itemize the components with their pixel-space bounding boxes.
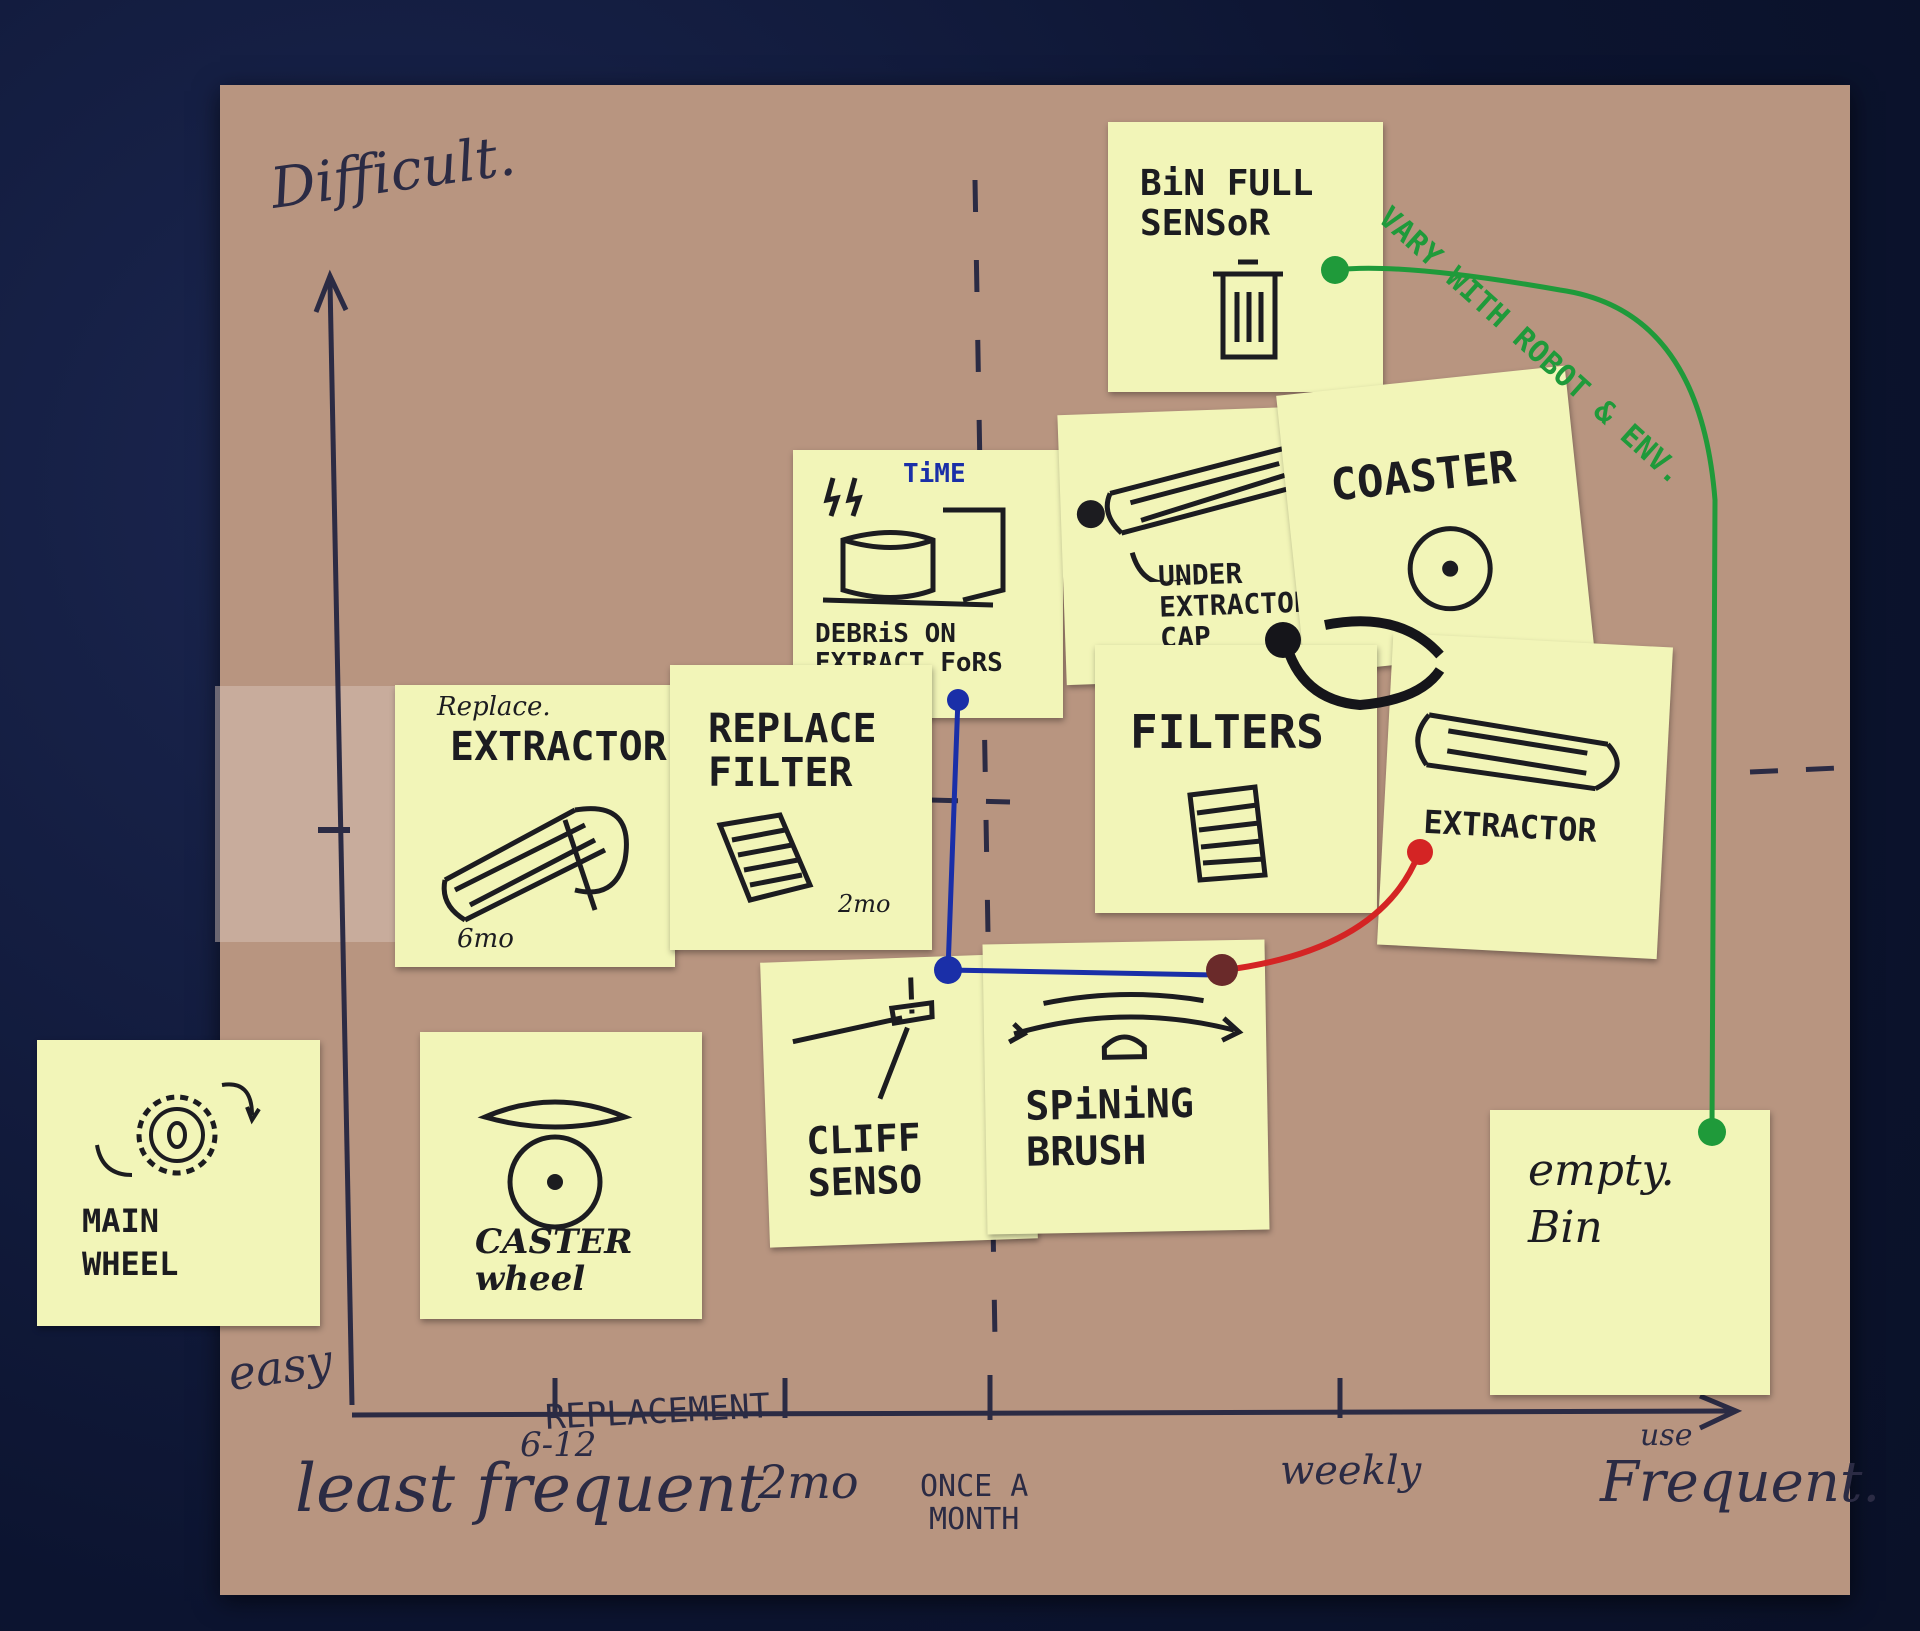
filter-age: 2mo	[838, 890, 891, 918]
note-text: BiN FULL SENSoR	[1140, 163, 1314, 244]
note-coaster[interactable]: COASTER	[1276, 365, 1594, 675]
note-text-small: Replace.	[437, 692, 551, 722]
note-text: EXTRACTOR	[450, 724, 667, 770]
blue-dot	[947, 689, 969, 711]
note-cliff-sensor[interactable]: CLIFF SENSO	[760, 953, 1038, 1248]
x-tick-label-2: 2mo	[758, 1455, 859, 1509]
note-under-extractor-cap[interactable]: UNDER EXTRACTOR CAP	[1057, 404, 1362, 686]
green-dot	[1698, 1118, 1726, 1146]
x-tick-label-4: weekly	[1280, 1448, 1422, 1494]
blue-connector	[945, 697, 1216, 978]
time-label: TiME	[903, 459, 966, 489]
x-tick-label-1: 6-12	[520, 1425, 597, 1465]
note-replace-filter[interactable]: REPLACE FILTER 2mo	[670, 665, 932, 950]
extractor-age: 6mo	[457, 924, 514, 954]
green-connector	[1334, 265, 1718, 1131]
extractor-icon	[441, 806, 629, 923]
note-text: FILTERS	[1130, 705, 1324, 759]
debris-icon	[822, 477, 1006, 608]
gear-wheel-icon	[95, 1082, 261, 1177]
trash-bin-icon	[1213, 259, 1283, 360]
note-text: MAIN WHEEL	[82, 1202, 179, 1284]
x-axis-right-label: Frequent.	[1600, 1450, 1881, 1515]
note-text: empty. Bin	[1528, 1145, 1675, 1254]
note-text: REPLACE FILTER	[708, 706, 877, 796]
note-extractor[interactable]: EXTRACTOR	[1377, 632, 1673, 960]
black-dot	[1265, 622, 1301, 658]
black-connector	[1280, 616, 1445, 711]
note-caster-wheel[interactable]: CASTER wheel	[420, 1032, 702, 1319]
green-dot	[1321, 256, 1349, 284]
y-axis	[327, 281, 355, 1406]
note-main-wheel[interactable]: MAIN WHEEL	[37, 1040, 320, 1326]
red-dot	[1407, 839, 1433, 865]
blue-dot	[934, 956, 962, 984]
x-axis-left-label: least frequent	[295, 1450, 764, 1527]
caster-wheel-icon	[477, 1099, 633, 1230]
x-axis-right-top-label: use	[1640, 1418, 1693, 1453]
note-text: CASTER wheel	[475, 1222, 633, 1300]
spinning-brush-icon	[1007, 991, 1244, 1060]
filter-icon	[716, 812, 814, 903]
horizontal-divider	[929, 765, 1839, 805]
filter-icon	[1187, 784, 1268, 883]
connector-dot	[1206, 954, 1238, 986]
x-axis-arrow	[1698, 1393, 1743, 1431]
note-replace-extractor[interactable]: Replace. EXTRACTOR 6mo	[395, 685, 675, 967]
x-tick-label-3: ONCE A MONTH	[920, 1469, 1029, 1537]
note-filters[interactable]: FILTERS	[1095, 645, 1377, 913]
red-connector	[1224, 853, 1421, 973]
cliff-sensor-icon	[792, 977, 935, 1100]
x-axis	[351, 1408, 1733, 1418]
note-empty-bin[interactable]: empty. Bin	[1490, 1110, 1770, 1395]
extractor-roller-icon	[1415, 712, 1620, 792]
note-spinning-brush[interactable]: SPiNiNG BRUSH	[982, 939, 1270, 1235]
y-axis-arrow	[313, 269, 349, 313]
extractor-roller-icon	[1076, 444, 1296, 585]
coaster-icon	[1407, 526, 1493, 612]
